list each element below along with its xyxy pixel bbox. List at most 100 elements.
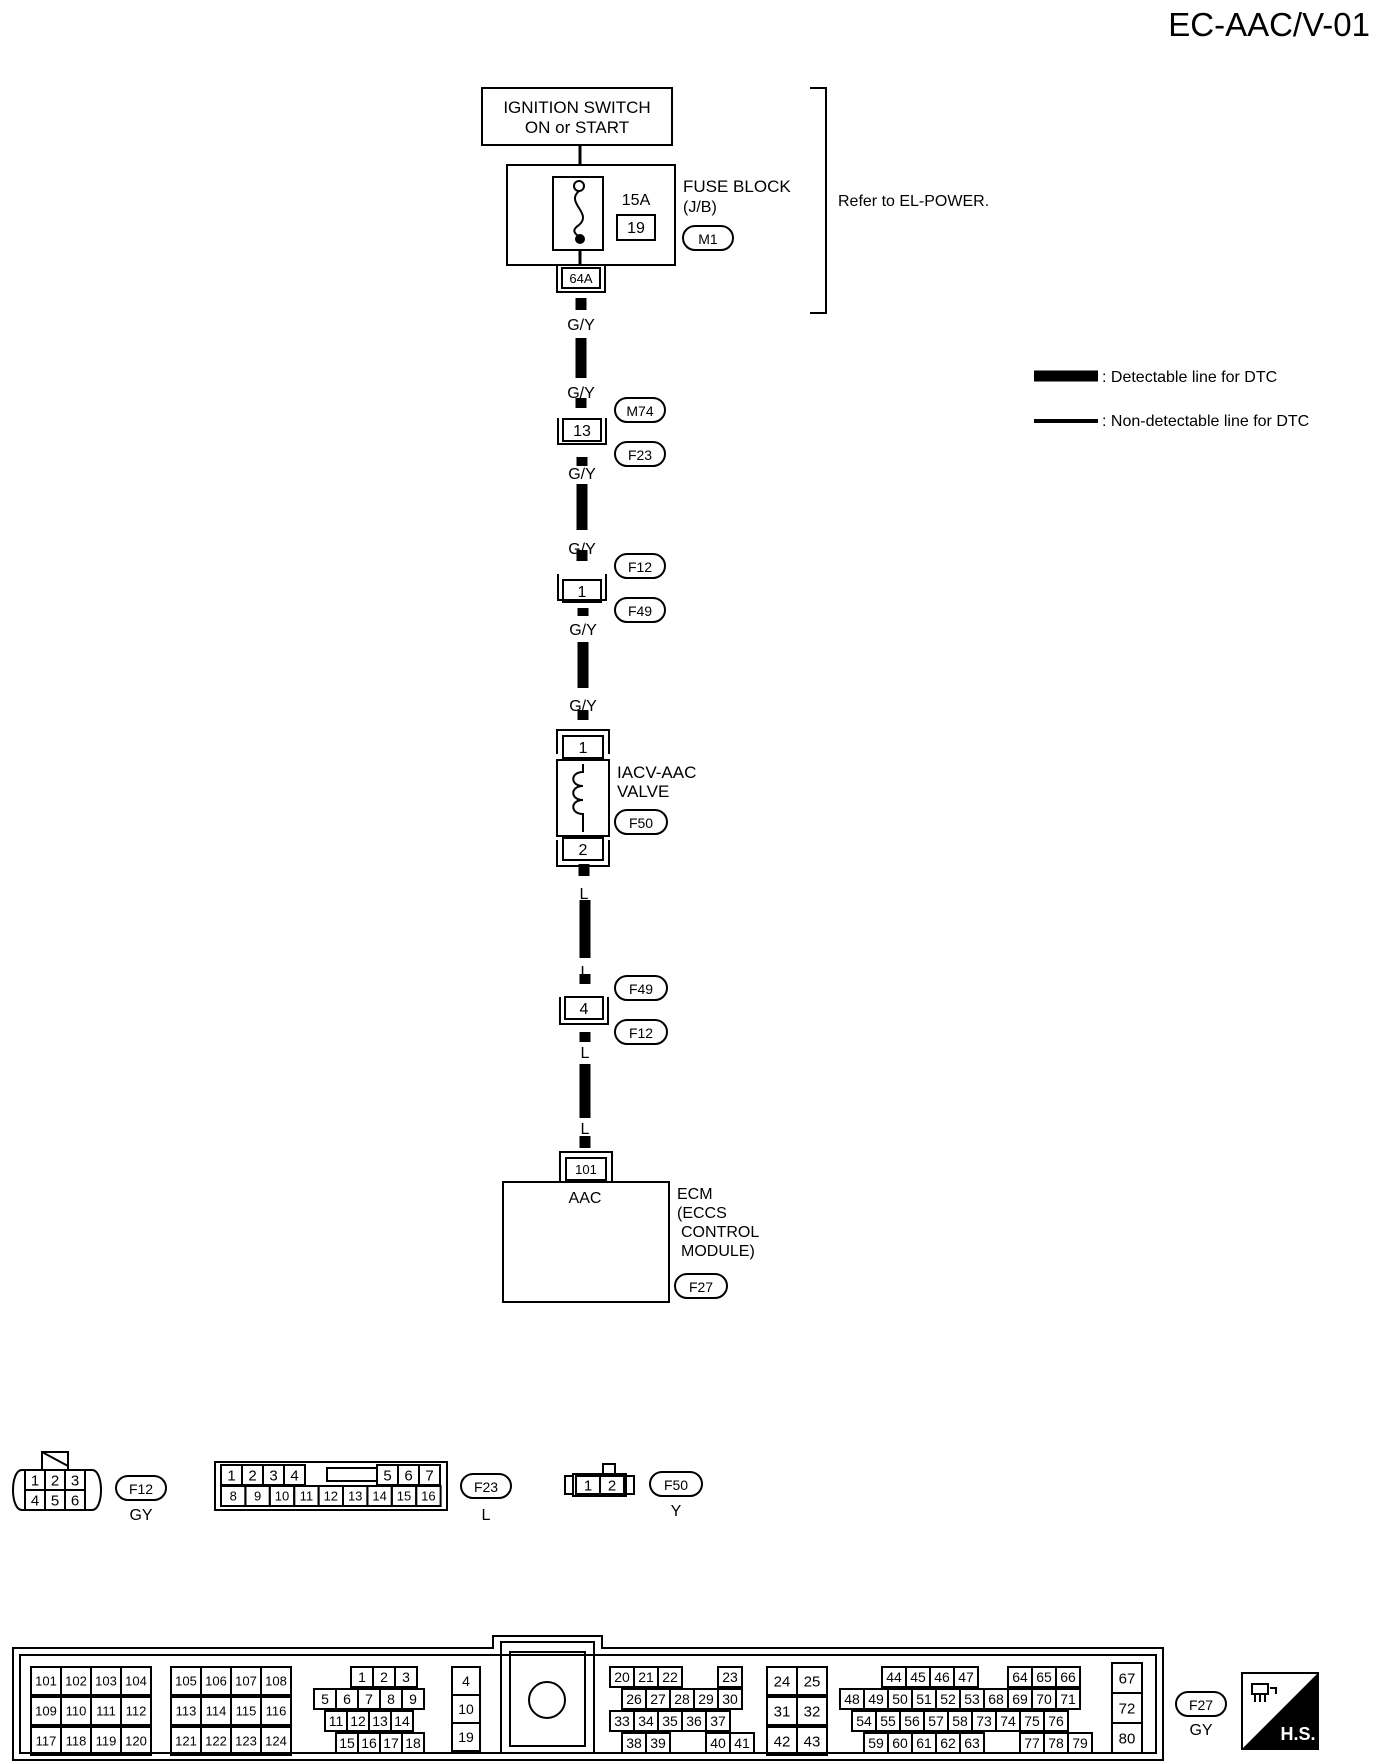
pin-cell: [599, 1475, 625, 1495]
fuse-bottom-terminal: [575, 234, 585, 244]
pin-label: 120: [125, 1734, 147, 1749]
pin-label: 64: [1012, 1669, 1028, 1685]
f27-face-id: F27: [1189, 1697, 1213, 1713]
pin-label: 1: [31, 1472, 39, 1489]
pin-label: 4: [31, 1492, 39, 1509]
pin-label: 123: [235, 1734, 257, 1749]
pin-label: 47: [958, 1669, 974, 1685]
pin-label: 108: [265, 1674, 287, 1689]
fuse-top-terminal: [573, 180, 585, 192]
pin-label: 43: [804, 1733, 821, 1750]
pin-label: 48: [844, 1691, 860, 1707]
pin-label: 114: [206, 1704, 227, 1719]
pin-label: 4: [290, 1467, 298, 1484]
refer-bracket: [810, 87, 827, 314]
f50-face-color: Y: [671, 1503, 682, 1520]
legend: : Detectable line for DTC : Non-detectab…: [1034, 369, 1309, 430]
pin-label: 112: [126, 1704, 147, 1719]
ecm-label-line4: MODULE): [681, 1243, 755, 1260]
fuse-block: 15A 19 FUSE BLOCK (J/B) M1: [506, 164, 791, 266]
fuse-rating: 15A: [622, 192, 651, 209]
ecm-connector-label: F27: [689, 1279, 713, 1295]
wire-color-7: L: [580, 886, 589, 903]
pin-label: 3: [269, 1467, 277, 1484]
pin-label: 14: [372, 1489, 386, 1504]
pin-label: 16: [421, 1489, 435, 1504]
pin-cell: [120, 1666, 152, 1696]
pin-label: 41: [734, 1735, 750, 1751]
wire-run: [575, 298, 591, 1148]
wire-color-1: G/Y: [567, 317, 595, 334]
legend-detectable: : Detectable line for DTC: [1102, 369, 1277, 386]
iacv-terminal-top: 1: [579, 740, 588, 757]
f12-face-color: GY: [129, 1507, 152, 1524]
pin-label: 36: [686, 1713, 702, 1729]
pin-label: 70: [1036, 1691, 1052, 1707]
terminal-64a-label: 64A: [569, 271, 592, 286]
pin-label: 9: [254, 1489, 261, 1504]
pin-cell: [717, 1688, 743, 1710]
pin-label: 46: [934, 1669, 950, 1685]
pin-cell: [260, 1696, 292, 1726]
pin-cell: [645, 1732, 671, 1754]
wire-color-8: L: [581, 964, 590, 981]
pin-cell: [120, 1696, 152, 1726]
pin-cell: [401, 1688, 425, 1710]
pin-label: 7: [425, 1467, 433, 1484]
pin-label: 122: [205, 1734, 227, 1749]
ecm-terminal: 101: [575, 1162, 597, 1177]
pin-label: 2: [380, 1669, 388, 1685]
pin-label: 34: [638, 1713, 654, 1729]
pin-cell: [1111, 1722, 1143, 1754]
pin-cell: [729, 1732, 755, 1754]
pin-label: 60: [892, 1735, 908, 1751]
pin-label: 80: [1119, 1730, 1136, 1747]
pin-label: 106: [205, 1674, 227, 1689]
pin-label: 2: [248, 1467, 256, 1484]
pin-label: 55: [880, 1713, 896, 1729]
iacv-label-line1: IACV-AAC: [617, 763, 696, 782]
pin-cell: [260, 1726, 292, 1756]
pin-label: 19: [458, 1729, 474, 1745]
pin-label: 8: [387, 1691, 395, 1707]
pin-label: 31: [774, 1703, 791, 1720]
pin-label: 74: [1000, 1713, 1016, 1729]
pin-label: 2: [51, 1472, 59, 1489]
pin-label: 121: [175, 1734, 197, 1749]
pin-label: 22: [662, 1669, 678, 1685]
pin-label: 13: [348, 1489, 362, 1504]
pin-label: 29: [698, 1691, 714, 1707]
pin-label: 4: [462, 1673, 470, 1689]
pin-label: 61: [916, 1735, 932, 1751]
pin-cell: [451, 1722, 481, 1752]
pin-cell: [394, 1666, 418, 1688]
pin-cell: [1055, 1666, 1081, 1688]
pin-label: 26: [626, 1691, 642, 1707]
f23-face-color: L: [482, 1507, 491, 1524]
pin-cell: [260, 1666, 292, 1696]
pin-label: 63: [964, 1735, 980, 1751]
connector-f49-upper-label: F49: [629, 981, 653, 997]
pin-label: 75: [1024, 1713, 1040, 1729]
connector-f49-lower-label: F49: [628, 603, 652, 619]
pin-label: 77: [1024, 1735, 1040, 1751]
ecm-pin-label: AAC: [569, 1190, 602, 1207]
pin-label: 68: [988, 1691, 1004, 1707]
f23-face-id: F23: [474, 1479, 498, 1495]
pin-label: 13: [372, 1713, 388, 1729]
pin-label: 1: [227, 1467, 235, 1484]
pin-label: 40: [710, 1735, 726, 1751]
pin-cell: [1055, 1688, 1081, 1710]
pin-label: 8: [230, 1489, 237, 1504]
pin-label: 15: [339, 1735, 355, 1751]
pin-label: 7: [365, 1691, 373, 1707]
pin-label: 3: [402, 1669, 410, 1685]
wire-color-9: L: [581, 1045, 590, 1062]
